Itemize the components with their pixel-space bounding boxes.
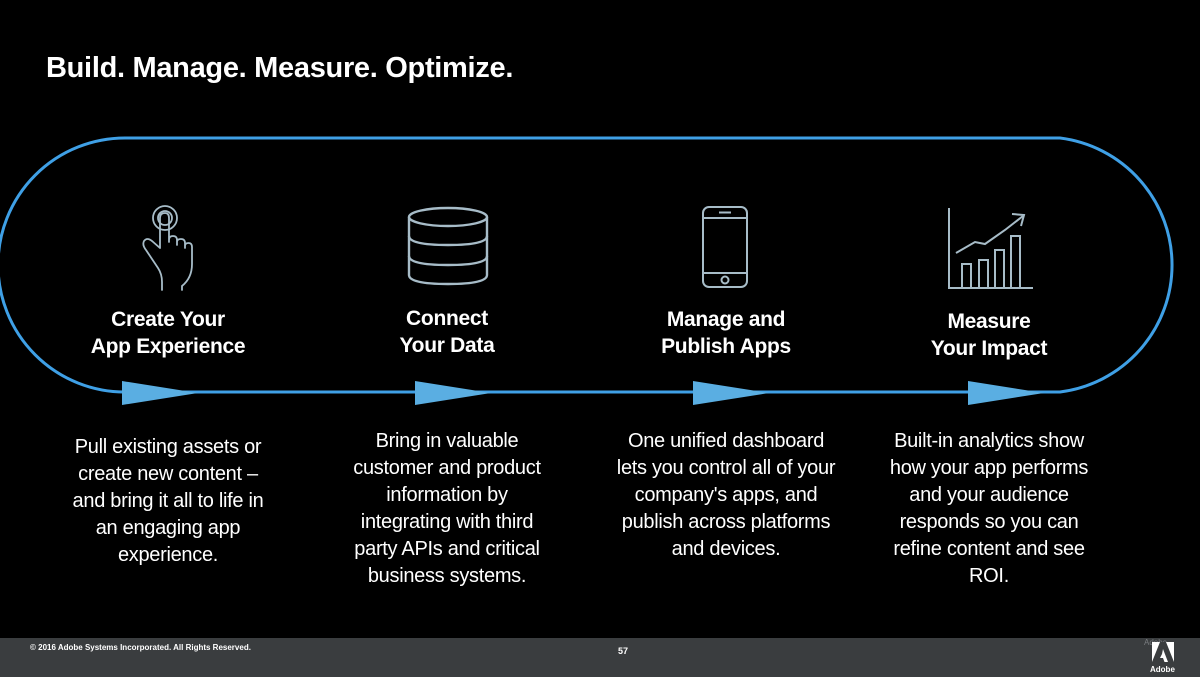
arrow-marker bbox=[122, 381, 198, 405]
title-line: Create Your bbox=[111, 308, 225, 331]
step-title-manage: Manage and Publish Apps bbox=[606, 306, 846, 360]
step-title-create: Create Your App Experience bbox=[48, 306, 288, 360]
adobe-logo-icon bbox=[1152, 642, 1174, 664]
desc-line: responds so you can bbox=[899, 511, 1079, 533]
copyright-text: © 2016 Adobe Systems Incorporated. All R… bbox=[30, 643, 251, 652]
title-line: Your Impact bbox=[930, 337, 1048, 360]
desc-line: customer and product bbox=[353, 457, 541, 479]
desc-line: Built-in analytics show bbox=[894, 430, 1084, 452]
title-line: Your Data bbox=[399, 334, 495, 357]
desc-line: and your audience bbox=[909, 484, 1069, 506]
desc-line: integrating with third bbox=[360, 511, 534, 533]
step-title-connect: Connect Your Data bbox=[327, 305, 567, 359]
arrow-marker bbox=[968, 381, 1044, 405]
desc-line: party APIs and critical bbox=[354, 538, 540, 560]
desc-line: ROI. bbox=[969, 565, 1009, 587]
title-line: Connect bbox=[406, 307, 488, 330]
step-desc-create: Pull existing assets or create new conte… bbox=[38, 434, 298, 569]
title-line: App Experience bbox=[90, 335, 246, 358]
step-desc-connect: Bring in valuable customer and product i… bbox=[317, 428, 577, 590]
step-title-measure: Measure Your Impact bbox=[869, 308, 1109, 362]
adobe-logo-label: Adobe bbox=[1150, 665, 1175, 674]
desc-line: and bring it all to life in bbox=[72, 490, 264, 512]
title-line: Manage and bbox=[666, 308, 786, 331]
smartphone-icon bbox=[702, 206, 748, 288]
desc-line: create new content – bbox=[78, 463, 258, 485]
step-desc-manage: One unified dashboard lets you control a… bbox=[596, 428, 856, 563]
desc-line: information by bbox=[386, 484, 508, 506]
slide-footer: © 2016 Adobe Systems Incorporated. All R… bbox=[0, 638, 1200, 677]
desc-line: Pull existing assets or bbox=[74, 436, 262, 458]
desc-line: business systems. bbox=[367, 565, 527, 587]
desc-line: company's apps, and bbox=[634, 484, 818, 506]
desc-line: an engaging app bbox=[95, 517, 241, 539]
title-line: Publish Apps bbox=[661, 335, 791, 358]
touch-hand-icon bbox=[142, 205, 193, 291]
slide-title: Build. Manage. Measure. Optimize. bbox=[46, 52, 514, 84]
page-number: 57 bbox=[618, 646, 629, 656]
desc-line: experience. bbox=[117, 544, 219, 566]
desc-line: Bring in valuable bbox=[375, 430, 519, 452]
title-line: Measure bbox=[947, 310, 1031, 333]
step-desc-measure: Built-in analytics show how your app per… bbox=[859, 428, 1119, 590]
growth-chart-icon bbox=[948, 208, 1033, 289]
arrow-marker bbox=[415, 381, 491, 405]
desc-line: One unified dashboard bbox=[627, 430, 825, 452]
arrow-marker bbox=[693, 381, 769, 405]
desc-line: publish across platforms bbox=[621, 511, 831, 533]
database-icon bbox=[407, 206, 489, 286]
desc-line: how your app performs bbox=[889, 457, 1089, 479]
desc-line: refine content and see bbox=[893, 538, 1085, 560]
desc-line: and devices. bbox=[671, 538, 781, 560]
desc-line: lets you control all of your bbox=[616, 457, 836, 479]
